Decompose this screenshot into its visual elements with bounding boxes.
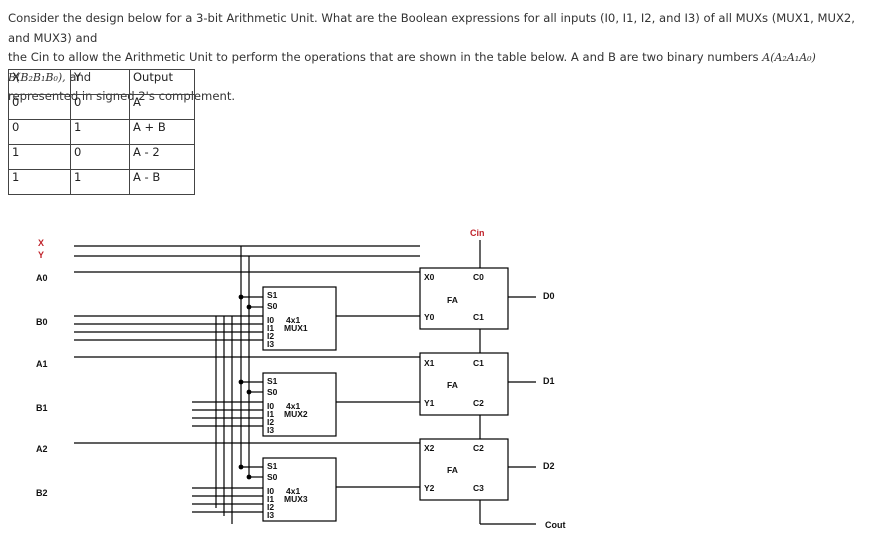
fa3-y: Y2	[424, 483, 435, 493]
table-row: 1 1 A - B	[8, 169, 195, 195]
mux1-i0: I0	[267, 315, 274, 325]
fa3-x: X2	[424, 443, 435, 453]
mux2-name: MUX2	[284, 409, 308, 419]
label-b1: B1	[36, 403, 48, 413]
mux3-name: MUX3	[284, 494, 308, 504]
mux3-block	[262, 457, 337, 522]
fa3-label: FA	[447, 465, 458, 475]
junction-dot	[246, 474, 252, 480]
mux2-block	[262, 372, 337, 437]
mux1-i2: I2	[267, 331, 274, 341]
fa3-d: D2	[543, 461, 555, 471]
fa2-cin: C1	[473, 358, 484, 368]
cell-x: 0	[8, 94, 71, 120]
mux1-s0: S0	[267, 301, 278, 311]
cell-output: A + B	[129, 119, 195, 145]
table-row: 1 0 A - 2	[8, 144, 195, 170]
label-y: Y	[38, 250, 44, 260]
table-row: 0 1 A + B	[8, 119, 195, 145]
table-row: 0 0 A	[8, 94, 195, 120]
fa3-cin: C2	[473, 443, 484, 453]
fa1-y: Y0	[424, 312, 435, 322]
full-adder-1	[419, 267, 509, 330]
cell-x: 1	[8, 169, 71, 195]
mux2-i1: I1	[267, 409, 274, 419]
header-y: Y	[70, 69, 130, 95]
mux1-block	[262, 286, 337, 351]
question-line-1: Consider the design below for a 3-bit Ar…	[8, 11, 855, 45]
mux1-s1: S1	[267, 290, 278, 300]
mux2-i0: I0	[267, 401, 274, 411]
cell-output: A - 2	[129, 144, 195, 170]
junction-dot	[238, 294, 244, 300]
cell-output: A	[129, 94, 195, 120]
fa1-cin: C0	[473, 272, 484, 282]
fa3-cout: C3	[473, 483, 484, 493]
fa2-x: X1	[424, 358, 435, 368]
mux3-i1: I1	[267, 494, 274, 504]
cell-y: 0	[70, 144, 130, 170]
fa2-d: D1	[543, 376, 555, 386]
junction-dot	[246, 304, 252, 310]
fa1-d: D0	[543, 291, 555, 301]
label-a0: A0	[36, 273, 48, 283]
fa2-cout: C2	[473, 398, 484, 408]
full-adder-3	[419, 438, 509, 501]
mux1-i3: I3	[267, 339, 274, 349]
fa2-y: Y1	[424, 398, 435, 408]
mux1-i1: I1	[267, 323, 274, 333]
truth-table: X Y Output 0 0 A 0 1 A + B 1 0 A - 2 1 1…	[8, 69, 195, 195]
mux2-s1: S1	[267, 376, 278, 386]
fa2-label: FA	[447, 380, 458, 390]
mux2-kind: 4x1	[286, 401, 300, 411]
wire-junctions	[238, 294, 252, 480]
mux2-i2: I2	[267, 417, 274, 427]
label-b0: B0	[36, 317, 48, 327]
question-line-2-text: the Cin to allow the Arithmetic Unit to …	[8, 50, 763, 64]
junction-dot	[246, 389, 252, 395]
cell-x: 1	[8, 144, 71, 170]
cell-output: A - B	[129, 169, 195, 195]
label-x: X	[38, 238, 44, 248]
mux2-s0: S0	[267, 387, 278, 397]
mux3-i2: I2	[267, 502, 274, 512]
mux3-i3: I3	[267, 510, 274, 520]
mux3-i0: I0	[267, 486, 274, 496]
cell-x: 0	[8, 119, 71, 145]
label-b2: B2	[36, 488, 48, 498]
circuit-wires	[74, 240, 536, 525]
mux1-name: MUX1	[284, 323, 308, 333]
mux3-s1: S1	[267, 461, 278, 471]
label-a2: A2	[36, 444, 48, 454]
full-adder-2	[419, 352, 509, 416]
label-cout: Cout	[545, 520, 566, 530]
fa1-label: FA	[447, 295, 458, 305]
label-a1: A1	[36, 359, 48, 369]
question-line-2: the Cin to allow the Arithmetic Unit to …	[8, 48, 870, 87]
mux1-kind: 4x1	[286, 315, 300, 325]
mux2-i3: I3	[267, 425, 274, 435]
label-cin: Cin	[470, 228, 485, 238]
mux3-s0: S0	[267, 472, 278, 482]
fa1-cout: C1	[473, 312, 484, 322]
junction-dot	[238, 464, 244, 470]
mux3-kind: 4x1	[286, 486, 300, 496]
fa1-x: X0	[424, 272, 435, 282]
junction-dot	[238, 379, 244, 385]
